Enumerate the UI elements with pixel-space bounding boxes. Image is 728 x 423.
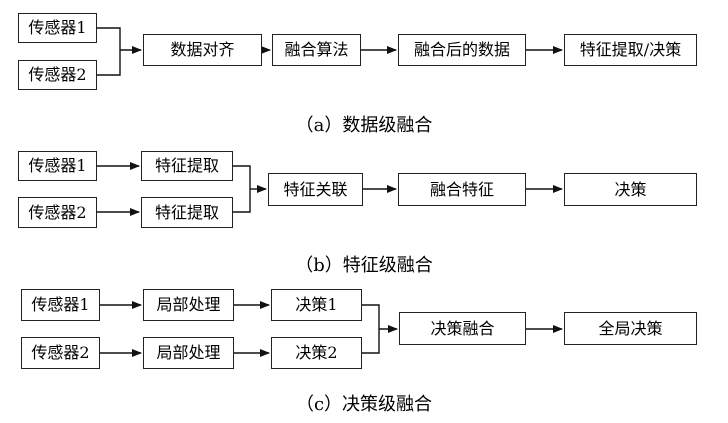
connector-b-extract2-merge	[233, 189, 251, 213]
connector-a-sensor1-merge	[97, 27, 121, 50]
b-extract2-box: 特征提取	[141, 197, 233, 228]
a-output-box: 特征提取/决策	[564, 34, 697, 66]
b-associate-box: 特征关联	[268, 173, 363, 206]
c-local1-box: 局部处理	[143, 289, 234, 321]
c-sensor1-box: 传感器1	[21, 289, 100, 321]
c-decision-fusion-box: 决策融合	[399, 312, 526, 345]
c-decision2-box: 决策2	[271, 337, 362, 369]
connector-c-decision2-merge	[362, 329, 380, 354]
connector-c-decision1-merge	[362, 304, 380, 329]
caption-a: （a）数据级融合	[295, 115, 433, 136]
b-decision-box: 决策	[564, 173, 697, 206]
c-global-decision-box: 全局决策	[564, 312, 697, 345]
caption-b: （b）特征级融合	[295, 255, 433, 276]
c-sensor2-box: 传感器2	[21, 337, 100, 369]
connector-a-sensor2-merge	[97, 50, 121, 76]
b-extract1-box: 特征提取	[141, 151, 233, 181]
b-fused-feature-box: 融合特征	[398, 173, 526, 206]
c-local2-box: 局部处理	[143, 337, 234, 369]
caption-c: （c）决策级融合	[295, 394, 433, 415]
a-fused-data-box: 融合后的数据	[398, 34, 526, 66]
a-align-box: 数据对齐	[143, 34, 262, 66]
a-algorithm-box: 融合算法	[272, 34, 361, 66]
b-sensor2-box: 传感器2	[18, 197, 97, 228]
b-sensor1-box: 传感器1	[18, 151, 97, 181]
a-sensor1-box: 传感器1	[18, 13, 97, 43]
a-sensor2-box: 传感器2	[18, 60, 97, 90]
connector-b-extract1-merge	[233, 165, 251, 189]
c-decision1-box: 决策1	[271, 289, 362, 321]
